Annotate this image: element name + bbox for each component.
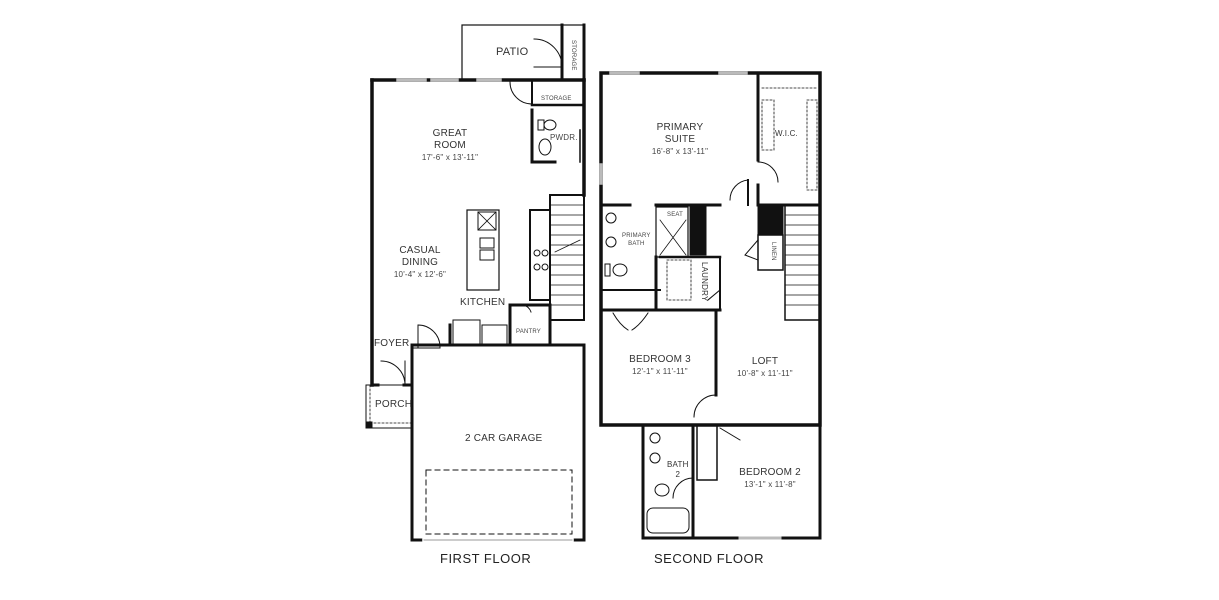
room-label-bedroom-3: BEDROOM 3 12'-1" x 11'-11" — [625, 354, 695, 378]
room-label-great-room: GREAT ROOM 17'-6" x 13'-11" — [420, 128, 480, 164]
bedroom-2-name: BEDROOM 2 — [739, 467, 801, 478]
second-floor-walls — [599, 71, 822, 540]
bath-2-name-1: BATH — [667, 460, 689, 469]
loft-dims: 10'-8" x 11'-11" — [737, 369, 793, 378]
casual-dining-name-2: DINING — [401, 257, 439, 268]
room-label-storage-exterior: STORAGE — [570, 40, 576, 71]
casual-dining-dims: 10'-4" x 12'-6" — [393, 270, 447, 279]
room-label-primary-bath: PRIMARY BATH — [622, 232, 651, 248]
bedroom-3-dims: 12'-1" x 11'-11" — [632, 367, 688, 376]
great-room-dims: 17'-6" x 13'-11" — [421, 153, 479, 162]
room-label-storage: STORAGE — [541, 96, 572, 102]
first-floor-walls — [365, 23, 586, 542]
bath-2-name-2: 2 — [675, 470, 681, 479]
room-label-linen: LINEN — [770, 242, 776, 261]
primary-suite-dims: 16'-8" x 13'-11" — [651, 147, 709, 156]
room-label-foyer: FOYER — [374, 338, 410, 349]
room-label-patio: PATIO — [496, 46, 529, 58]
room-label-powder-room: PWDR. — [550, 133, 578, 142]
first-floor-title: FIRST FLOOR — [440, 551, 532, 566]
room-label-laundry: LAUNDRY — [700, 262, 709, 302]
room-label-garage: 2 CAR GARAGE — [465, 433, 543, 444]
room-label-pantry: PANTRY — [516, 329, 541, 335]
room-label-casual-dining: CASUAL DINING 10'-4" x 12'-6" — [390, 245, 450, 281]
primary-bath-name-1: PRIMARY — [622, 233, 651, 239]
room-label-seat: SEAT — [667, 212, 684, 218]
second-floor-title: SECOND FLOOR — [654, 551, 765, 566]
great-room-name-2: ROOM — [434, 140, 466, 151]
casual-dining-name-1: CASUAL — [399, 245, 441, 256]
room-label-porch: PORCH — [375, 399, 413, 410]
room-label-loft: LOFT 10'-8" x 11'-11" — [735, 356, 795, 380]
room-label-kitchen: KITCHEN — [460, 297, 506, 308]
bedroom-2-dims: 13'-1" x 11'-8" — [744, 480, 796, 489]
great-room-name-1: GREAT — [432, 128, 468, 139]
bedroom-3-name: BEDROOM 3 — [629, 354, 691, 365]
primary-bath-name-2: BATH — [628, 241, 645, 247]
primary-suite-name-2: SUITE — [664, 134, 696, 145]
room-label-primary-suite: PRIMARY SUITE 16'-8" x 13'-11" — [645, 122, 715, 158]
room-label-bedroom-2: BEDROOM 2 13'-1" x 11'-8" — [735, 467, 805, 491]
room-label-bath-2: BATH 2 — [667, 460, 689, 480]
room-label-wic: W.I.C. — [775, 129, 798, 138]
loft-name: LOFT — [751, 356, 779, 367]
primary-suite-name-1: PRIMARY — [656, 122, 704, 133]
